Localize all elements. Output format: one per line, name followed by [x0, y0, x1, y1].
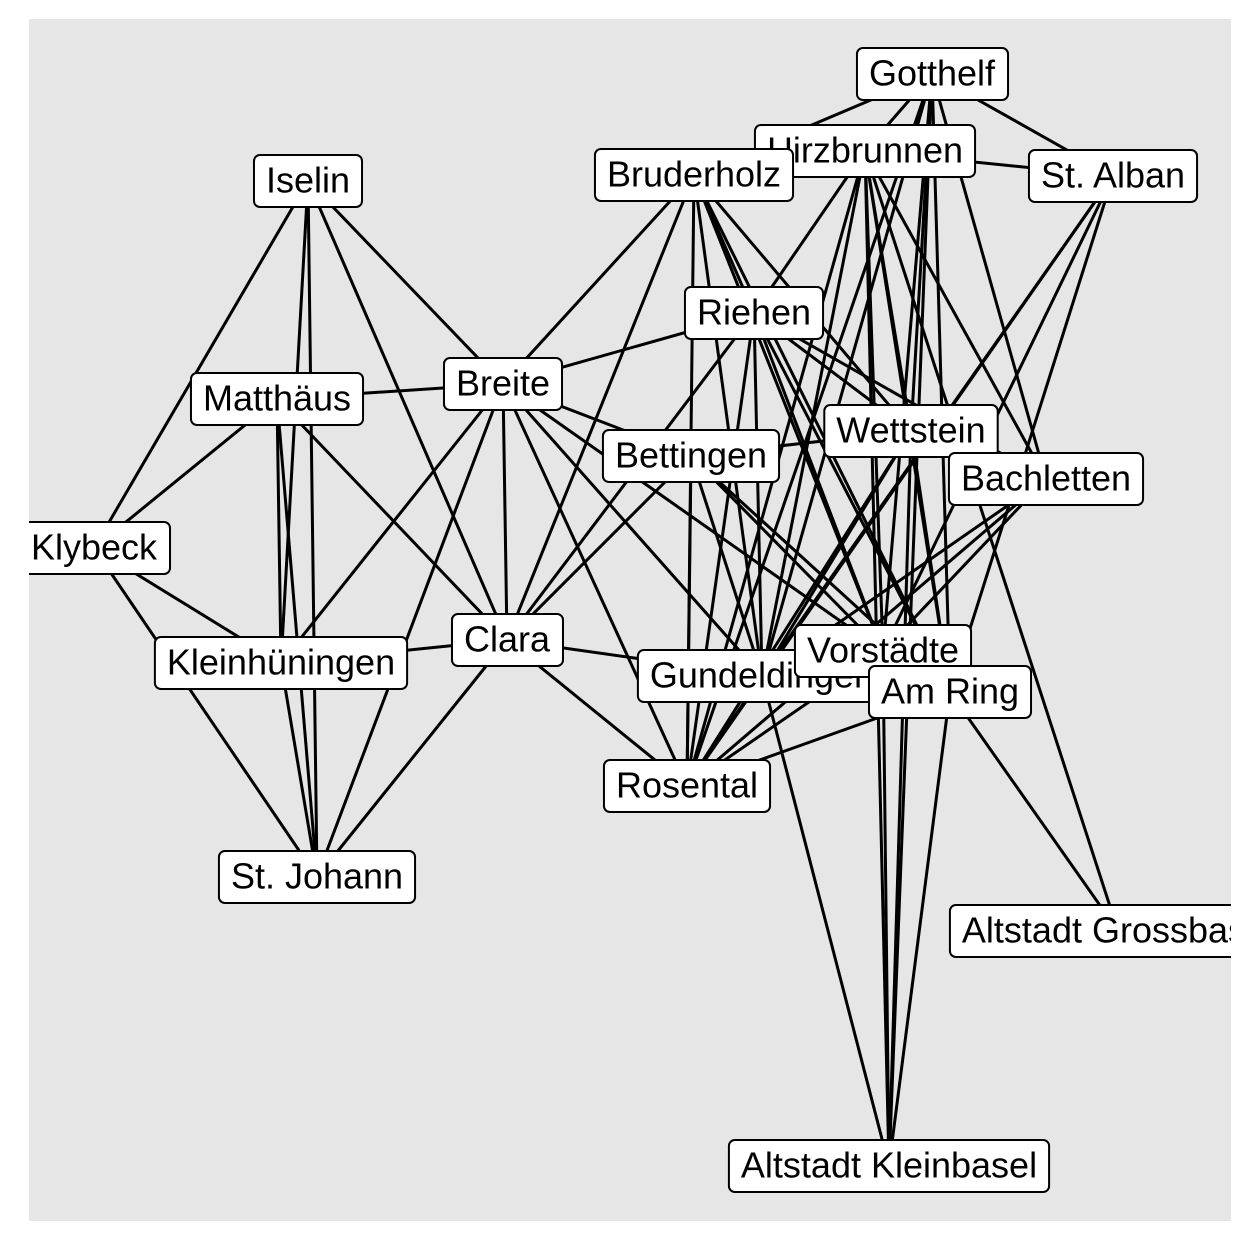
node-label-box	[683, 286, 825, 340]
edge-klybeck-st_johann	[92, 547, 319, 878]
edge-bettingen-gundeldingen	[689, 455, 764, 677]
edge-iselin-st_johann	[306, 180, 319, 878]
node-label: Matthäus	[203, 378, 351, 419]
node-st-johann: St. Johann	[217, 850, 417, 904]
edge-wettstein-rosental	[685, 430, 913, 787]
edge-st_johann-clara	[315, 639, 509, 878]
node-label-box	[442, 357, 564, 411]
node-am-ring: Am Ring	[867, 665, 1033, 719]
edge-bettingen-rosental	[685, 455, 693, 787]
node-label-box	[601, 429, 781, 483]
node-label-box	[947, 452, 1145, 506]
edge-vorstaedte-altstadt_kleinbasel	[881, 650, 891, 1167]
edge-st_alban-am_ring	[948, 175, 1115, 693]
edge-iselin-klybeck	[92, 180, 310, 549]
edge-gundeldingen-altstadt_kleinbasel	[760, 675, 891, 1167]
edge-am_ring-altstadt_grossbasel	[948, 691, 1120, 932]
edge-breite-vorstaedte	[502, 382, 884, 653]
node-label-box	[602, 759, 772, 813]
node-label: Bachletten	[961, 458, 1131, 499]
edge-hirzbrunnen-altstadt_grossbasel	[863, 150, 1120, 932]
edge-bruderholz-gundeldingen	[692, 174, 764, 677]
node-label-box	[593, 148, 795, 202]
node-label-box	[855, 47, 1010, 101]
edge-breite-rosental	[501, 383, 689, 787]
node-label: Bruderholz	[607, 154, 781, 195]
node-st-alban: St. Alban	[1027, 149, 1199, 203]
node-label-box	[153, 636, 409, 690]
node-breite: Breite	[442, 357, 564, 411]
edge-bachletten-vorstaedte	[881, 477, 1048, 653]
node-bruderholz: Bruderholz	[593, 148, 795, 202]
node-label-box	[450, 613, 564, 667]
edge-wettstein-altstadt_kleinbasel	[887, 430, 913, 1167]
node-label-box	[948, 904, 1231, 958]
node-label: Klybeck	[31, 527, 158, 568]
node-bachletten: Bachletten	[947, 452, 1145, 506]
node-label: Altstadt Kleinbasel	[741, 1145, 1037, 1186]
node-clara: Clara	[450, 613, 564, 667]
edge-iselin-clara	[306, 180, 509, 641]
node-label-box	[29, 521, 172, 575]
edge-iselin-breite	[306, 179, 505, 386]
plot-panel	[29, 19, 1231, 1221]
node-iselin: Iselin	[252, 154, 364, 208]
node-altstadt-grossbasel: Altstadt Grossbasel	[948, 904, 1250, 958]
node-label: Wettstein	[836, 410, 985, 451]
node-label: Rosental	[616, 765, 758, 806]
edge-am_ring-altstadt_kleinbasel	[887, 691, 952, 1167]
edge-hirzbrunnen-wettstein	[863, 150, 913, 432]
node-label: St. Alban	[1041, 155, 1185, 196]
node-label-box	[217, 850, 417, 904]
node-label-box	[1027, 149, 1199, 203]
edge-matthaeus-kleinhueningen	[275, 398, 283, 664]
node-label-box	[252, 154, 364, 208]
node-bettingen: Bettingen	[601, 429, 781, 483]
node-wettstein: Wettstein	[823, 404, 999, 458]
node-label: Hirzbrunnen	[767, 130, 963, 171]
edge-riehen-gundeldingen	[752, 312, 764, 677]
edge-riehen-vorstaedte	[752, 312, 885, 652]
node-rosental: Rosental	[602, 759, 772, 813]
edge-clara-bruderholz	[505, 174, 696, 641]
edge-breite-bruderholz	[501, 173, 696, 386]
edge-breite-clara	[501, 383, 509, 641]
edge-breite-gundeldingen	[501, 383, 764, 677]
node-label-box	[823, 404, 999, 458]
node-label: Altstadt Grossbasel	[962, 910, 1250, 951]
node-label: Kleinhüningen	[167, 642, 395, 683]
node-label: Breite	[456, 363, 550, 404]
node-label-box	[189, 372, 365, 426]
edge-clara-bettingen	[505, 454, 693, 642]
node-altstadt-kleinbasel: Altstadt Kleinbasel	[727, 1139, 1051, 1193]
node-kleinhueningen: Kleinhüningen	[153, 636, 409, 690]
node-riehen: Riehen	[683, 286, 825, 340]
node-gotthelf: Gotthelf	[855, 47, 1010, 101]
node-label: Vorstädte	[807, 630, 959, 671]
edge-bruderholz-am_ring	[692, 174, 952, 693]
node-label-box	[867, 665, 1033, 719]
node-vorstaedte: Vorstädte	[793, 624, 973, 678]
node-label: Bettingen	[615, 435, 767, 476]
edge-kleinhueningen-st_johann	[279, 662, 319, 878]
edge-st_johann-breite	[315, 383, 505, 878]
node-label: St. Johann	[231, 856, 403, 897]
node-label: Gotthelf	[869, 53, 996, 94]
edge-matthaeus-clara	[275, 397, 509, 642]
node-matthaeus: Matthäus	[189, 372, 365, 426]
node-label: Riehen	[697, 292, 811, 333]
node-label: Iselin	[266, 160, 350, 201]
node-label-box	[727, 1139, 1051, 1193]
edge-kleinhueningen-breite	[279, 383, 505, 664]
node-klybeck: Klybeck	[29, 521, 172, 575]
node-label: Clara	[464, 619, 551, 660]
node-label: Am Ring	[881, 671, 1019, 712]
edge-hirzbrunnen-gundeldingen	[760, 150, 867, 677]
